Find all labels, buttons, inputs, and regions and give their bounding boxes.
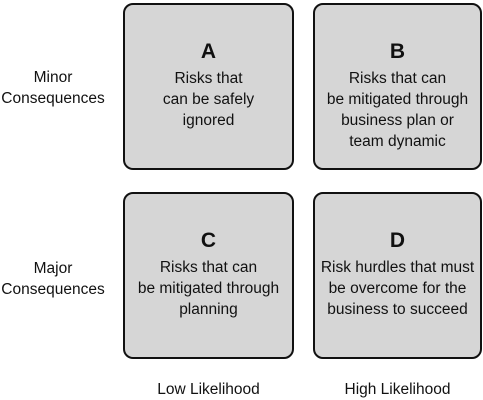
column-label-high-likelihood: High Likelihood	[344, 381, 451, 398]
quadrant-a-description: Risks that can be safely ignored	[129, 68, 288, 131]
quadrant-b-line-1: Risks that can	[348, 70, 447, 87]
quadrant-c-description: Risks that can be mitigated through plan…	[129, 257, 288, 320]
column-label-low-likelihood: Low Likelihood	[157, 381, 260, 398]
quadrant-a-line-2: can be safely	[162, 91, 255, 108]
quadrant-a-letter: A	[200, 40, 217, 63]
quadrant-d-letter: D	[389, 229, 406, 252]
quadrant-d-line-1: Risk hurdles that must	[320, 259, 475, 276]
quadrant-c-line-3: planning	[179, 301, 238, 318]
quadrant-c-box: C Risks that can be mitigated through pl…	[123, 192, 294, 359]
quadrant-b-description: Risks that can be mitigated through busi…	[319, 68, 476, 152]
quadrant-b-box: B Risks that can be mitigated through bu…	[313, 3, 482, 170]
quadrant-c-letter: C	[200, 229, 217, 252]
quadrant-d-line-2: be overcome for the	[328, 280, 467, 297]
quadrant-b-letter: B	[389, 40, 406, 63]
quadrant-a-line-1: Risks that	[174, 70, 243, 87]
quadrant-c-line-2: be mitigated through	[137, 280, 280, 297]
row-label-major-consequences: Major Consequences	[0, 258, 106, 300]
quadrant-d-box: D Risk hurdles that must be overcome for…	[313, 192, 482, 359]
row-label-minor-line-1: Minor	[33, 69, 73, 86]
quadrant-c-line-1: Risks that can	[159, 259, 258, 276]
quadrant-a-box: A Risks that can be safely ignored	[123, 3, 294, 170]
quadrant-d-description: Risk hurdles that must be overcome for t…	[319, 257, 476, 320]
quadrant-d-line-3: business to succeed	[327, 301, 468, 318]
quadrant-b-line-3: business plan or	[341, 112, 454, 129]
quadrant-a-line-3: ignored	[182, 112, 235, 129]
quadrant-b-line-2: be mitigated through	[326, 91, 469, 108]
row-label-major-line-1: Major	[33, 260, 73, 277]
quadrant-b-line-4: team dynamic	[349, 133, 446, 150]
row-label-major-line-2: Consequences	[1, 281, 105, 298]
row-label-minor-line-2: Consequences	[1, 90, 105, 107]
row-label-minor-consequences: Minor Consequences	[0, 67, 106, 109]
